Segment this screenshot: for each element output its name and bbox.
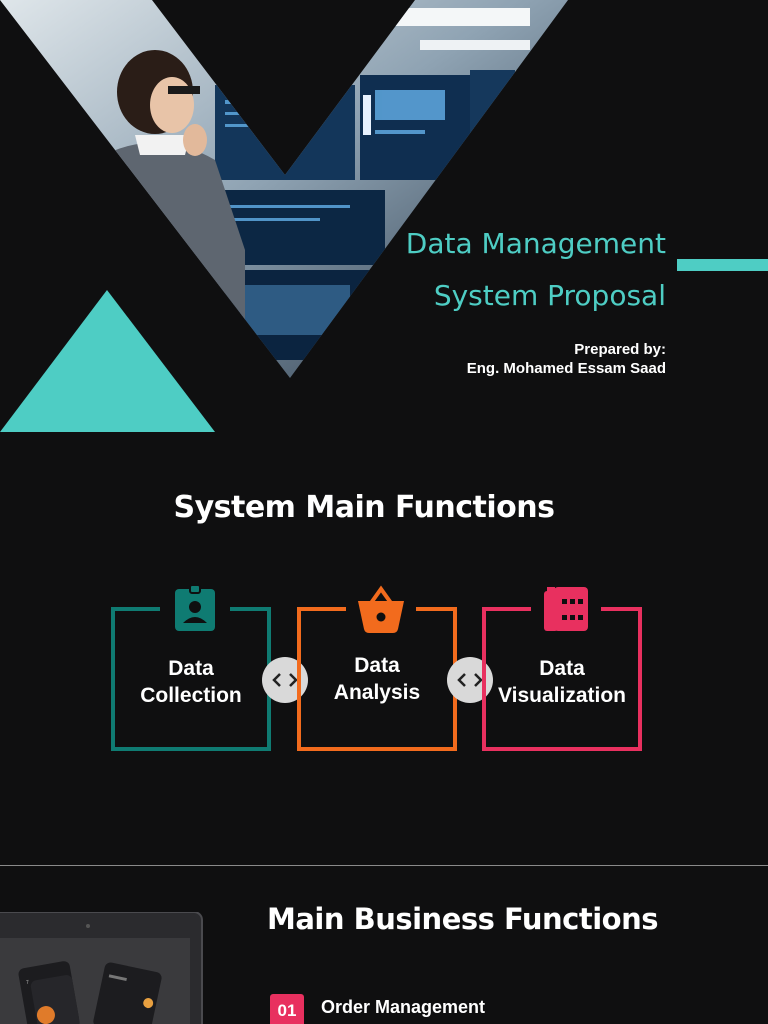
function-card-analysis: Data Analysis: [297, 585, 457, 751]
laptop-mockup: 7: [0, 912, 203, 1024]
slide-title: System Main Functions: [173, 490, 555, 525]
function-label: Data Collection: [140, 657, 242, 707]
business-functions-slide: 7 Main Business Functions 01 Order Manag…: [0, 866, 768, 1024]
function-label: Data Visualization: [498, 657, 626, 707]
accent-bar: [677, 259, 768, 271]
prepared-by-label: Prepared by:: [574, 341, 666, 358]
title-slide: Data Management System Proposal Prepared…: [0, 0, 768, 432]
presentation-title-line1: Data Management: [405, 227, 666, 260]
author-name: Eng. Mohamed Essam Saad: [466, 360, 666, 377]
function-card-collection: Data Collection: [111, 584, 271, 751]
presentation-title-line2: System Proposal: [433, 279, 666, 312]
item-number-badge: 01: [270, 994, 304, 1024]
function-card-visualization: Data Visualization: [482, 587, 642, 751]
system-functions-slide: System Main Functions Data Collection: [0, 432, 768, 864]
svg-text:7: 7: [26, 980, 30, 986]
business-function-label: Order Management: [321, 997, 486, 1017]
function-label: Data Analysis: [333, 654, 421, 704]
slide-divider: [0, 865, 768, 866]
film-icon: [544, 587, 588, 631]
id-badge-icon: [175, 584, 215, 631]
slide-title: Main Business Functions: [267, 902, 658, 936]
code-arrows-icon: [457, 673, 483, 687]
code-arrows-icon: [272, 673, 298, 687]
teal-triangle: [0, 290, 215, 432]
basket-icon: [358, 585, 404, 633]
